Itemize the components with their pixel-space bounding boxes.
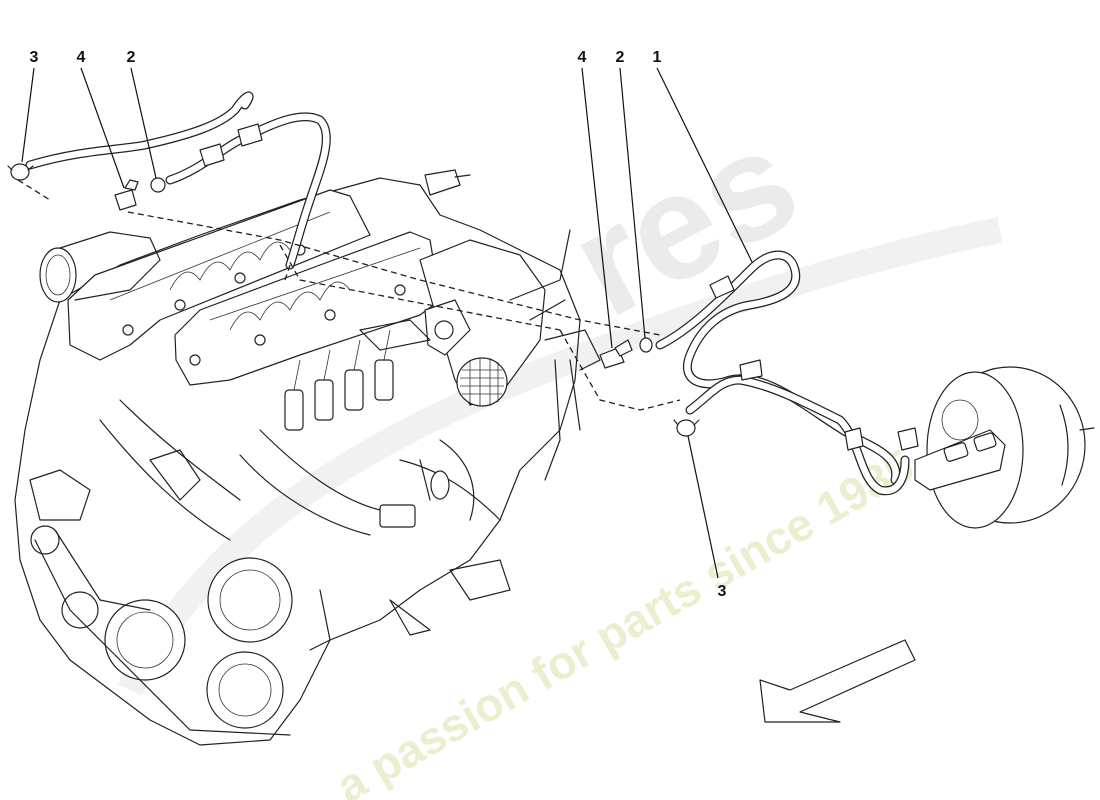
left-hose-clamp <box>7 163 34 181</box>
engine-details <box>29 229 601 651</box>
callout-lower-3: 3 <box>718 583 727 600</box>
engine-assembly <box>14 177 601 746</box>
right-elbow-fitting <box>599 339 633 369</box>
left-hose-connector <box>199 143 225 167</box>
left-air-intake <box>39 231 161 303</box>
left-vacuum-hose <box>7 91 471 270</box>
right-small-clamp <box>639 337 653 353</box>
direction-arrow <box>759 639 916 723</box>
callout-right-2: 2 <box>616 49 625 66</box>
right-air-intake <box>419 239 546 407</box>
callout-left-3: 3 <box>30 49 39 66</box>
callout-right-1: 1 <box>653 49 662 66</box>
booster-check-valve <box>897 427 919 451</box>
right-cam-cover <box>174 231 441 386</box>
brake-booster <box>914 366 1095 529</box>
right-vacuum-hose <box>599 250 919 496</box>
callout-right-4: 4 <box>578 49 587 66</box>
right-hose-connector <box>709 275 735 299</box>
exhaust-manifold <box>99 399 501 541</box>
manifold-sensor <box>424 169 461 196</box>
leader-lines <box>21 67 753 579</box>
ignition-coils <box>284 329 394 431</box>
callout-left-4: 4 <box>77 49 86 66</box>
callouts: 3 4 2 4 2 1 3 <box>30 49 727 600</box>
front-pulleys <box>30 525 293 736</box>
hidden-routing-lines <box>17 179 681 411</box>
left-cam-cover <box>67 189 371 361</box>
left-elbow-fitting <box>114 179 139 211</box>
lower-hose-clamp <box>673 419 700 437</box>
left-small-clamp <box>150 177 166 193</box>
callout-left-2: 2 <box>127 49 136 66</box>
